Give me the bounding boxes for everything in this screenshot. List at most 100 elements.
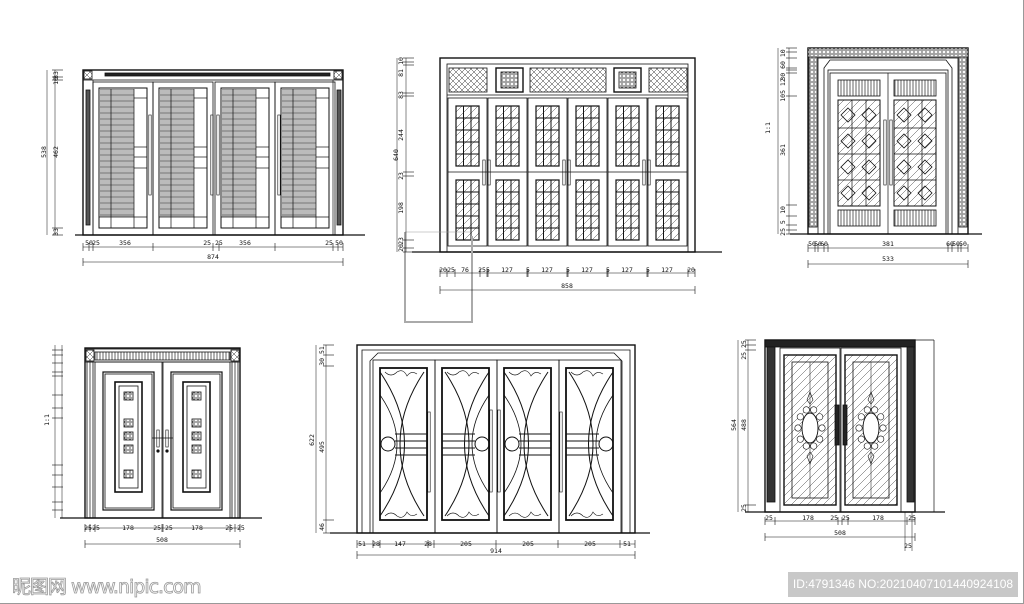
grid-glass — [535, 179, 560, 241]
glass-square — [123, 444, 134, 454]
dimension-label: 50 — [808, 240, 816, 248]
grid-glass — [575, 179, 600, 241]
dimension-label: 28 — [424, 540, 432, 548]
dimension-label: 10 — [397, 57, 405, 65]
door-leaf — [840, 347, 902, 513]
grid-glass — [575, 105, 600, 167]
dimension-label: 30 60 10 — [779, 49, 787, 80]
door-handle — [567, 159, 571, 186]
diamond-lattice — [861, 159, 877, 175]
rosette — [83, 70, 93, 80]
door-handle — [482, 159, 486, 186]
total-dimension: 508 — [156, 536, 168, 544]
dimension-label: 25 — [908, 514, 916, 522]
inner-panel-frame — [118, 385, 139, 489]
dimension-label: 25 — [325, 239, 333, 247]
lock-knob — [165, 449, 169, 453]
bead-ornament — [810, 442, 818, 450]
dimension-label: 20 — [687, 266, 695, 274]
door-handle — [647, 159, 651, 186]
door-handle — [559, 411, 563, 493]
glass-panel — [98, 87, 148, 229]
dimension-label: 46 — [318, 523, 326, 531]
dimension-label: 25 — [92, 239, 100, 247]
louver-glass — [100, 89, 134, 217]
dimension-label: 640 — [392, 149, 400, 161]
scroll-ornament — [508, 370, 542, 377]
diamond-lattice — [840, 107, 856, 123]
scroll-ornament — [570, 370, 604, 377]
decorative-border — [958, 56, 968, 228]
medallion-transom — [495, 67, 524, 93]
wrought-iron-glass — [441, 367, 490, 521]
dimension-label: 1:1 — [764, 122, 772, 134]
dimension-label: 10 — [52, 77, 60, 85]
iron-arc — [503, 394, 522, 494]
diamond-lattice — [896, 185, 912, 201]
door-handle — [148, 114, 152, 196]
diamond-lattice — [840, 159, 856, 175]
door-handle — [497, 409, 501, 493]
cornice-dentil — [94, 351, 231, 361]
dimension-label: 25 — [765, 514, 773, 522]
door-handle — [487, 159, 491, 186]
door-handle — [489, 409, 493, 493]
frame-moulding — [361, 349, 631, 533]
louver-glass — [222, 89, 256, 217]
watermark-site: 昵图网 www.nipic.com — [12, 576, 202, 599]
bead-ornament — [810, 406, 818, 414]
diamond-lattice — [917, 133, 933, 149]
bead-ornament — [871, 442, 879, 450]
bead-ornament — [802, 442, 810, 450]
dimension-label: 25 25 — [203, 239, 223, 247]
dimension-label: 5 — [646, 266, 650, 274]
glass-square — [123, 431, 134, 441]
rosette — [230, 349, 240, 362]
grid-glass — [455, 179, 480, 241]
dimension-label: 60 — [820, 240, 828, 248]
bead-ornament — [863, 406, 871, 414]
glass-square — [191, 469, 202, 479]
dimension-label: 205 — [460, 540, 472, 548]
total-dimension: 508 — [834, 529, 846, 537]
glass-square — [123, 469, 134, 479]
bead-ornament — [871, 406, 879, 414]
dimension-label: 50 — [814, 240, 822, 248]
raised-panel-inner — [104, 373, 153, 509]
dimension-label: 381 — [882, 240, 894, 248]
dimension-label: 25 — [478, 266, 486, 274]
dimension-label: 127 — [541, 266, 553, 274]
medallion — [500, 71, 519, 89]
dimension-label: 51 — [623, 540, 631, 548]
iron-arc — [379, 371, 405, 517]
wrought-iron-glass — [379, 367, 428, 521]
dimension-label: 5 — [566, 266, 570, 274]
watermark-id: ID:4791346 NO:20210407101440924108 — [788, 572, 1018, 597]
dimension-label: 178 — [802, 514, 814, 522]
total-dimension: 858 — [561, 282, 573, 290]
medallion — [618, 71, 637, 89]
door-leaf — [162, 361, 231, 519]
scroll-ornament — [570, 511, 604, 518]
inner-panel-frame — [186, 385, 207, 489]
door-elevation-6 — [737, 339, 945, 551]
dimension-label: 23 — [397, 172, 405, 180]
door-handle — [427, 411, 431, 493]
dimension-label: 25 — [740, 504, 748, 512]
dimension-label: 205 — [584, 540, 596, 548]
lattice-glass — [893, 99, 937, 207]
dimension-label: 5 — [606, 266, 610, 274]
dimension-label: 361 — [779, 144, 787, 156]
dimension-label: 25 — [84, 524, 92, 532]
medallion-transom — [613, 67, 642, 93]
lattice-transom — [448, 67, 488, 93]
glass-panel — [220, 87, 270, 229]
door-elevation-4 — [52, 345, 262, 548]
transom-bar — [104, 72, 331, 77]
iron-arc — [464, 371, 490, 517]
diamond-lattice — [861, 185, 877, 201]
iron-arc — [523, 371, 549, 517]
dimension-label: 178 — [872, 514, 884, 522]
bead-ornament — [877, 435, 885, 443]
frame-moulding — [823, 59, 953, 234]
